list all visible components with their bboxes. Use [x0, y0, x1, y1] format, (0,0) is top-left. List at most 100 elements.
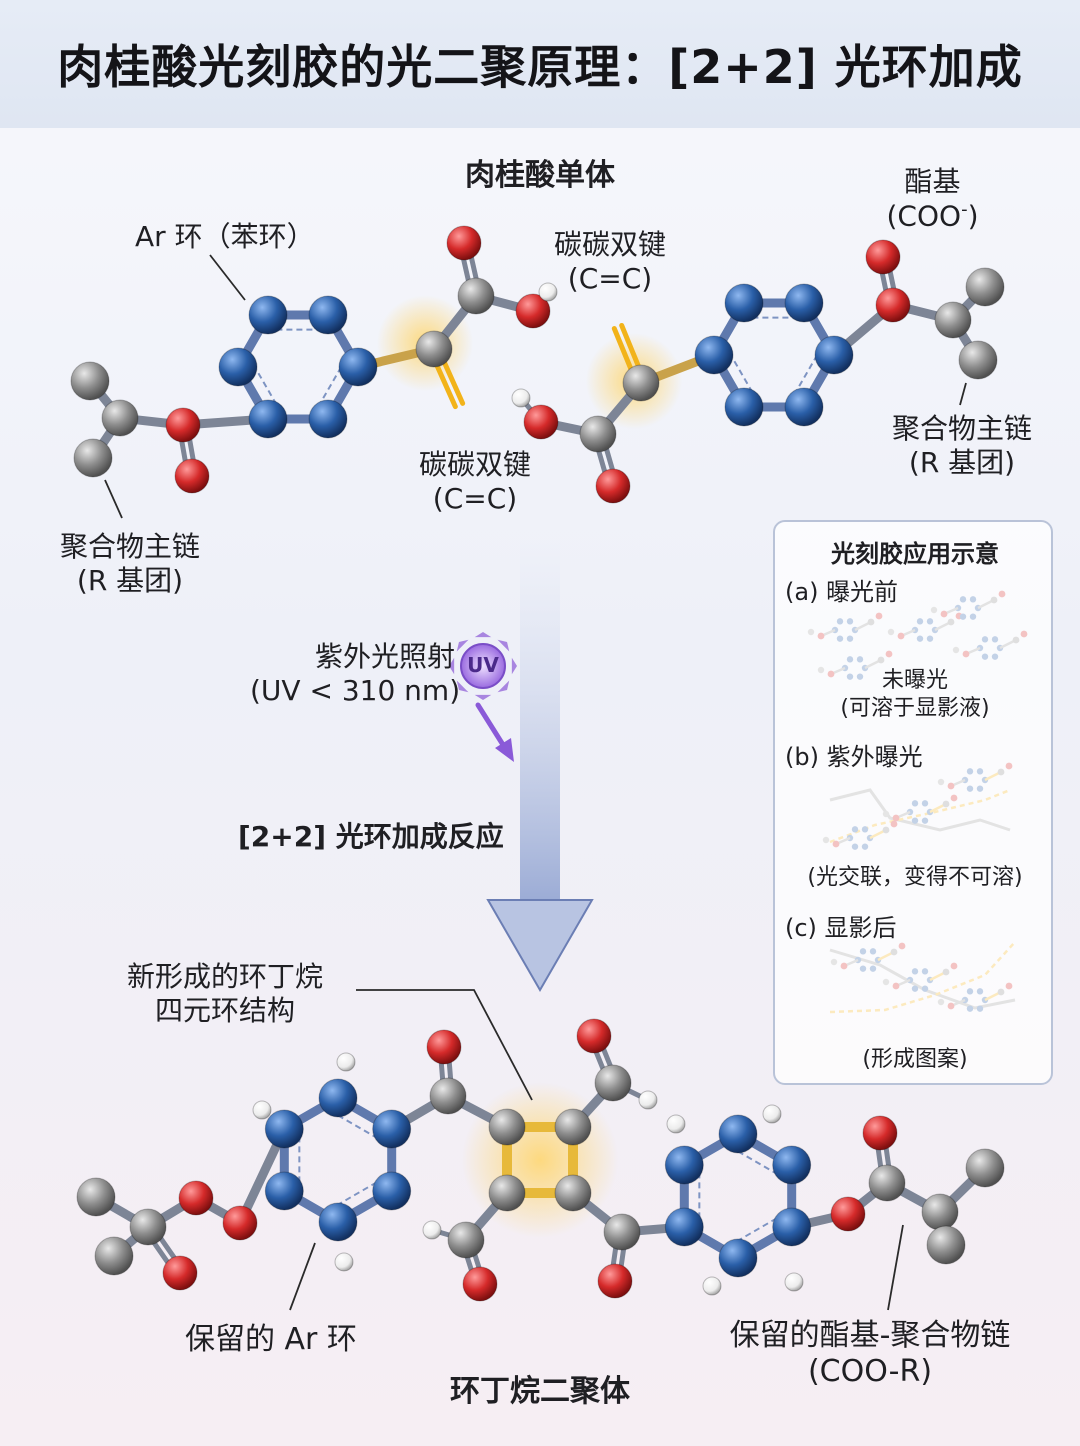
- aromatic-bond: [337, 1114, 378, 1139]
- leader-line: [289, 1242, 316, 1311]
- oxygen-atom: [426, 1029, 462, 1065]
- application-panel: 光刻胶应用示意 (a) 曝光前 未曝光 (可溶于显影液) (b) 紫外曝光 (光…: [773, 520, 1053, 1085]
- oxygen-atom: [446, 225, 482, 261]
- carbon-atom: [129, 1208, 167, 1246]
- ester-text: 酯基: [904, 165, 961, 198]
- carbon-atom: [926, 1225, 966, 1265]
- oxygen-atom: [165, 407, 201, 443]
- ar-ring-label: Ar 环（苯环）: [135, 220, 315, 253]
- uv-ray: [456, 680, 469, 693]
- carbon-atom: [447, 1221, 485, 1259]
- kept-ester-formula: (COO-R): [807, 1354, 933, 1389]
- oxygen-atom: [523, 404, 559, 440]
- ring-atom: [664, 1145, 704, 1185]
- uv-condition: (UV < 310 nm): [250, 673, 461, 707]
- oxygen-atom: [576, 1018, 612, 1054]
- leader-line: [209, 254, 246, 301]
- double-bond-label-upper: 碳碳双键 (C=C): [530, 228, 690, 295]
- aromatic-bond: [737, 1150, 778, 1175]
- kept-ar-label: 保留的 Ar 环: [185, 1322, 357, 1357]
- hydrogen-atom: [511, 388, 531, 408]
- panel-caption-a-2: (可溶于显影液): [840, 695, 990, 721]
- hydrogen-atom: [666, 1114, 686, 1134]
- panel-caption-b: (光交联，变得不可溶): [807, 865, 1023, 890]
- ring-atom: [318, 1202, 358, 1242]
- oxygen-atom: [875, 287, 911, 323]
- carbon-atom: [488, 1108, 526, 1146]
- page-title: 肉桂酸光刻胶的光二聚原理：[2+2] 光环加成: [57, 40, 1023, 94]
- hydrogen-atom: [422, 1220, 442, 1240]
- cyclobutane-label: 新形成的环丁烷 四元环结构: [100, 960, 350, 1027]
- ring-atom: [784, 283, 824, 323]
- oxygen-atom: [462, 1266, 498, 1302]
- carbon-atom: [965, 267, 1005, 307]
- carbon-atom: [958, 340, 998, 380]
- uv-ray: [497, 639, 510, 652]
- leader-line: [356, 989, 533, 1101]
- carbon-atom: [554, 1174, 592, 1212]
- oxygen-atom: [862, 1115, 898, 1151]
- uv-ray: [456, 639, 469, 652]
- leader-line: [959, 382, 967, 406]
- uv-arrow-head: [495, 738, 514, 762]
- leader-line: [104, 479, 123, 519]
- chain-text: 聚合物主链: [59, 530, 200, 563]
- carbon-atom: [622, 364, 660, 402]
- ester-formula-charge: -: [961, 198, 968, 220]
- ring-atom: [724, 283, 764, 323]
- chain-right-label: 聚合物主链 (R 基团): [872, 412, 1052, 479]
- uv-sun-icon: [460, 643, 506, 689]
- uv-ray: [497, 680, 510, 693]
- reaction-arrow-head: [486, 899, 594, 992]
- hydrogen-atom: [702, 1276, 722, 1296]
- oxygen-atom: [865, 239, 901, 275]
- ring-atom: [318, 1078, 358, 1118]
- carbon-atom: [603, 1213, 641, 1251]
- oxygen-atom: [595, 468, 631, 504]
- uv-badge: UV: [467, 653, 499, 677]
- carbon-atom: [965, 1148, 1005, 1188]
- ring-atom: [664, 1207, 704, 1247]
- carbon-atom: [70, 361, 110, 401]
- oxygen-atom: [174, 458, 210, 494]
- carbon-atom: [921, 1193, 959, 1231]
- hydrogen-atom: [762, 1104, 782, 1124]
- carbon-atom: [868, 1164, 906, 1202]
- uv-ray: [511, 657, 517, 675]
- carbon-atom: [579, 415, 617, 453]
- ester-formula: (COO-): [870, 199, 995, 233]
- aromatic-bond: [337, 1181, 378, 1206]
- hydrogen-atom: [538, 282, 558, 302]
- carbon-atom: [73, 438, 113, 478]
- aromatic-bond: [318, 366, 343, 405]
- ring-atom: [248, 399, 288, 439]
- ester-formula-close: ): [967, 198, 979, 232]
- ring-atom: [308, 295, 348, 335]
- panel-caption-a: 未曝光 (可溶于显影液): [775, 667, 1055, 722]
- carbon-atom: [554, 1108, 592, 1146]
- oxygen-atom: [178, 1180, 214, 1216]
- hydrogen-atom: [784, 1272, 804, 1292]
- leader-line: [887, 1224, 904, 1311]
- carbon-atom: [101, 399, 139, 437]
- ring-atom: [784, 387, 824, 427]
- chain-text: 聚合物主链: [891, 412, 1032, 445]
- ring-atom: [814, 335, 854, 375]
- ring-atom: [718, 1114, 758, 1154]
- panel-title: 光刻胶应用示意: [831, 540, 999, 568]
- ring-atom: [264, 1109, 304, 1149]
- title-bar: 肉桂酸光刻胶的光二聚原理：[2+2] 光环加成: [0, 0, 1080, 128]
- panel-step-a: (a) 曝光前: [785, 578, 899, 606]
- hydrogen-atom: [336, 1052, 356, 1072]
- hydrogen-atom: [252, 1100, 272, 1120]
- carbon-atom: [934, 301, 972, 339]
- kept-ester-text: 保留的酯基-聚合物链: [729, 1318, 1011, 1353]
- kept-ester-label: 保留的酯基-聚合物链 (COO-R): [705, 1318, 1035, 1390]
- panel-caption-c: (形成图案): [862, 1047, 968, 1072]
- aromatic-bond: [794, 354, 819, 393]
- uv-label: 紫外光照射 (UV < 310 nm): [250, 640, 461, 707]
- double-bond-formula: (C=C): [567, 261, 653, 295]
- reaction-name: [2+2] 光环加成反应: [238, 820, 504, 853]
- carbon-atom: [457, 277, 495, 315]
